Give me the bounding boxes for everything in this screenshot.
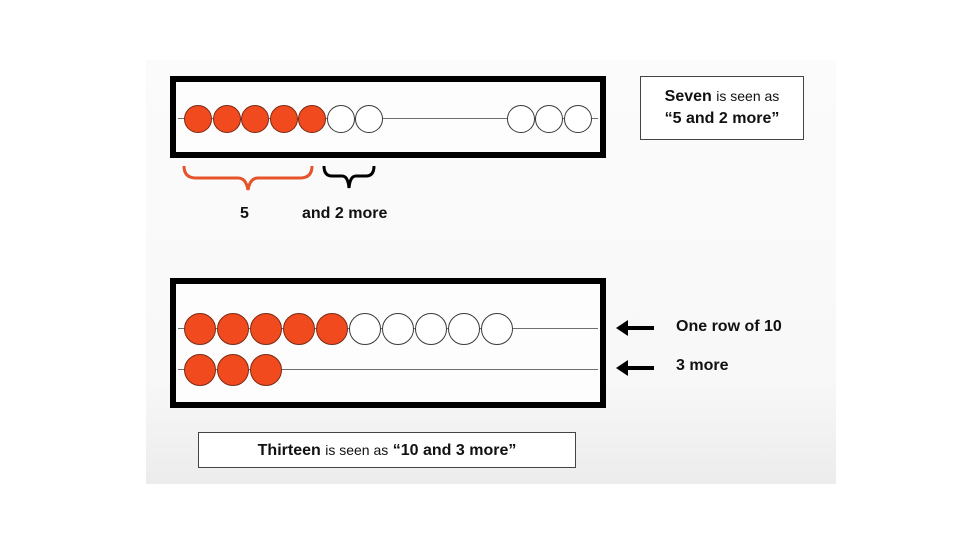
red-bead xyxy=(217,354,249,386)
white-bead xyxy=(448,313,480,345)
red-bead xyxy=(217,313,249,345)
thirteen-caption: Thirteen is seen as “10 and 3 more” xyxy=(198,432,576,468)
white-bead xyxy=(355,105,383,133)
red-bead xyxy=(250,313,282,345)
white-bead xyxy=(326,105,355,133)
red-bead xyxy=(283,313,315,345)
thirteen-caption-rest: is seen as xyxy=(325,442,389,458)
bottom-wire-2 xyxy=(178,369,598,370)
red-bead xyxy=(250,354,282,386)
brace-label-and-2-more: and 2 more xyxy=(302,205,388,222)
orange-brace-five xyxy=(182,165,314,191)
white-bead xyxy=(563,105,592,133)
red-bead xyxy=(298,105,326,133)
white-bead xyxy=(535,105,563,133)
seven-caption-rest: is seen as xyxy=(716,88,780,104)
seven-word: Seven xyxy=(664,88,712,105)
bottom-rekenrek xyxy=(170,278,606,408)
white-bead xyxy=(481,313,513,345)
thirteen-word: Thirteen xyxy=(257,442,321,459)
red-bead xyxy=(184,105,212,133)
red-bead xyxy=(184,313,216,345)
white-bead xyxy=(506,105,535,133)
red-bead xyxy=(212,105,241,133)
top-wire xyxy=(178,118,598,119)
top-rekenrek xyxy=(170,76,606,158)
red-bead xyxy=(241,105,269,133)
thirteen-caption-quote: “10 and 3 more” xyxy=(392,442,517,459)
red-bead xyxy=(269,105,298,133)
red-bead xyxy=(316,313,348,345)
seven-caption: Seven is seen as “5 and 2 more” xyxy=(640,76,804,140)
arrow-left-icon xyxy=(616,320,654,336)
white-bead xyxy=(415,313,447,345)
black-brace-two xyxy=(322,165,376,189)
slide: Seven is seen as “5 and 2 more” 5 and 2 … xyxy=(146,60,836,484)
three-more-label: 3 more xyxy=(676,357,729,374)
row-of-10-label: One row of 10 xyxy=(676,318,782,335)
white-bead xyxy=(349,313,381,345)
seven-caption-line2: “5 and 2 more” xyxy=(664,110,780,127)
arrow-left-icon xyxy=(616,360,654,376)
red-bead xyxy=(184,354,216,386)
white-bead xyxy=(382,313,414,345)
brace-label-five: 5 xyxy=(240,205,249,222)
